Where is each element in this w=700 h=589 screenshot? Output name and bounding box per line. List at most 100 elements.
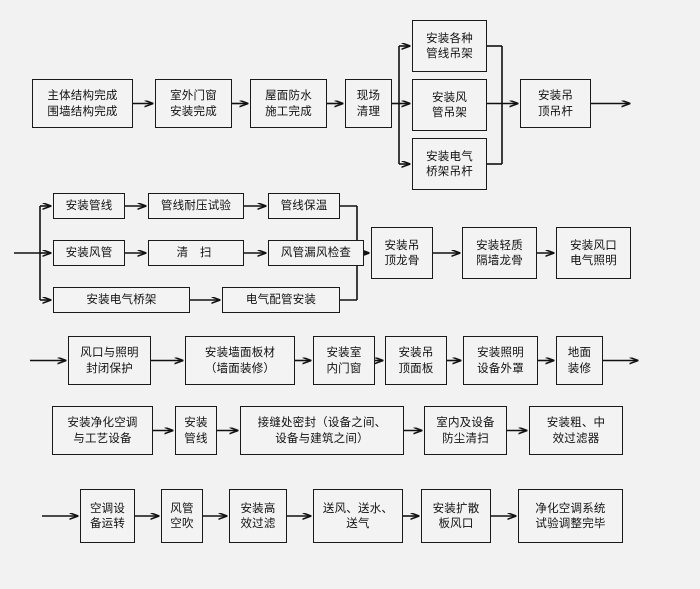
flow-node-label: 安装风管	[65, 245, 113, 260]
flow-node-n17[interactable]: 安装吊顶龙骨	[371, 227, 433, 279]
flow-node-label: 安装室	[326, 345, 362, 360]
flow-node-label: 风管漏风检查	[280, 245, 352, 260]
flow-node-label: 备运转	[89, 516, 126, 530]
flow-node-label: 板风口	[438, 516, 474, 530]
flow-node-label: （墙面装修）	[204, 360, 276, 375]
flow-node-label: 室内及设备	[436, 415, 495, 430]
flow-node-label: 施工完成	[265, 103, 312, 118]
flow-node-label: 安装电气桥架	[86, 292, 157, 307]
flow-node-label: 现场	[356, 88, 381, 103]
flow-node-label: 安装净化空调	[67, 415, 138, 430]
flow-node-label: 管线耐压试验	[160, 198, 232, 213]
flow-node-label: 安装	[184, 415, 208, 430]
flow-node-n28[interactable]: 接缝处密封（设备之间、设备与建筑之间）	[240, 406, 404, 455]
flow-node-label: 管线	[184, 430, 208, 445]
flow-node-label: 内门窗	[326, 360, 362, 375]
flow-node-label: 安装照明	[477, 345, 524, 360]
flow-node-label: 送风、送水、	[322, 500, 394, 515]
flow-node-label: 与工艺设备	[73, 430, 132, 445]
flow-node-label: 设备与建筑之间）	[275, 430, 369, 445]
flow-node-label: 顶面板	[398, 360, 434, 375]
flow-node-n15[interactable]: 安装电气桥架	[53, 287, 190, 313]
flow-node-n7[interactable]: 安装电气桥架吊杆	[412, 138, 487, 190]
flow-node-label: 试验调整完毕	[535, 516, 606, 530]
flow-node-n10[interactable]: 管线耐压试验	[148, 193, 244, 219]
flow-node-label: 净化空调系统	[535, 500, 606, 515]
flow-node-label: 安装吊	[537, 88, 574, 103]
flow-node-n32[interactable]: 风管空吹	[161, 489, 203, 543]
flow-node-n14[interactable]: 风管漏风检查	[268, 240, 364, 266]
flow-node-n20[interactable]: 风口与照明封闭保护	[68, 336, 151, 385]
flow-node-n25[interactable]: 地面装修	[556, 336, 603, 385]
flow-node-n5[interactable]: 安装各种管线吊架	[412, 20, 487, 72]
flow-node-label: 地面	[567, 345, 592, 360]
flow-node-label: 防尘清扫	[442, 430, 489, 445]
flow-node-n30[interactable]: 安装粗、中效过滤器	[529, 406, 623, 455]
flow-node-label: 隔墙龙骨	[476, 253, 523, 267]
flow-node-n22[interactable]: 安装室内门窗	[313, 336, 375, 385]
flow-node-n36[interactable]: 净化空调系统试验调整完毕	[518, 489, 623, 543]
flow-node-label: 接缝处密封（设备之间、	[257, 415, 387, 430]
flow-node-n3[interactable]: 屋面防水施工完成	[250, 79, 327, 128]
flow-node-label: 安装扩散	[432, 500, 480, 515]
flow-node-label: 安装吊	[398, 345, 434, 360]
flow-node-label: 安装完成	[170, 103, 217, 118]
flow-node-n13[interactable]: 清 扫	[148, 240, 244, 266]
flow-node-n23[interactable]: 安装吊顶面板	[385, 336, 447, 385]
flow-node-n6[interactable]: 安装风管吊架	[412, 79, 487, 131]
flow-node-label: 封闭保护	[86, 360, 133, 375]
flow-node-n27[interactable]: 安装管线	[175, 406, 217, 455]
flow-node-label: 安装风	[431, 89, 468, 104]
flow-node-label: 顶龙骨	[384, 253, 420, 267]
flow-node-label: 风管	[170, 500, 194, 515]
flow-node-n31[interactable]: 空调设备运转	[80, 489, 135, 543]
flow-node-n19[interactable]: 安装风口电气照明	[556, 227, 631, 279]
flow-node-label: 设备外罩	[477, 360, 524, 375]
flow-node-label: 室外门窗	[170, 88, 217, 103]
flow-node-label: 安装墙面板材	[204, 345, 276, 360]
flow-node-label: 电气配管安装	[245, 292, 317, 307]
flow-node-label: 空调设	[89, 500, 126, 515]
flow-node-label: 效过滤	[240, 516, 276, 530]
flow-node-label: 清理	[356, 103, 381, 118]
flow-node-n29[interactable]: 室内及设备防尘清扫	[424, 406, 507, 455]
flow-node-label: 围墙结构完成	[47, 103, 118, 118]
flow-node-n16[interactable]: 电气配管安装	[222, 287, 340, 313]
flow-node-label: 效过滤器	[552, 430, 600, 445]
flow-node-label: 送气	[346, 516, 370, 530]
flow-node-label: 管线吊架	[426, 46, 473, 60]
flow-node-label: 安装轻质	[476, 237, 523, 252]
flow-node-label: 顶吊杆	[537, 103, 574, 118]
flow-node-label: 安装各种	[426, 30, 473, 45]
flow-node-n1[interactable]: 主体结构完成围墙结构完成	[32, 79, 133, 128]
flow-node-label: 安装管线	[65, 198, 113, 213]
flow-node-label: 安装吊	[384, 237, 420, 252]
flow-node-label: 管吊架	[431, 105, 468, 119]
flow-node-n2[interactable]: 室外门窗安装完成	[155, 79, 232, 128]
flow-node-label: 风口与照明	[80, 345, 139, 360]
flow-node-n9[interactable]: 安装管线	[53, 193, 125, 219]
flow-node-label: 主体结构完成	[47, 88, 118, 103]
flow-node-label: 清 扫	[176, 245, 216, 260]
flow-node-n21[interactable]: 安装墙面板材（墙面装修）	[185, 336, 295, 385]
flow-node-n24[interactable]: 安装照明设备外罩	[463, 336, 538, 385]
flow-node-label: 桥架吊杆	[426, 164, 473, 178]
flow-node-label: 安装高	[240, 500, 276, 515]
flow-node-n4[interactable]: 现场清理	[345, 79, 392, 128]
flow-node-label: 电气照明	[570, 253, 617, 267]
flow-node-n26[interactable]: 安装净化空调与工艺设备	[52, 406, 153, 455]
flow-node-n33[interactable]: 安装高效过滤	[229, 489, 287, 543]
flow-node-label: 安装电气	[426, 148, 473, 163]
flow-node-label: 安装风口	[570, 237, 617, 252]
flow-node-n11[interactable]: 管线保温	[268, 193, 340, 219]
flow-node-n35[interactable]: 安装扩散板风口	[421, 489, 491, 543]
flow-node-label: 安装粗、中	[546, 415, 606, 430]
flow-node-label: 装修	[567, 360, 592, 375]
flow-node-label: 空吹	[170, 516, 194, 530]
flow-node-n18[interactable]: 安装轻质隔墙龙骨	[462, 227, 537, 279]
flow-node-n12[interactable]: 安装风管	[53, 240, 125, 266]
flow-node-n34[interactable]: 送风、送水、送气	[313, 489, 403, 543]
flow-node-n8[interactable]: 安装吊顶吊杆	[520, 79, 591, 128]
flow-node-label: 屋面防水	[265, 88, 312, 103]
